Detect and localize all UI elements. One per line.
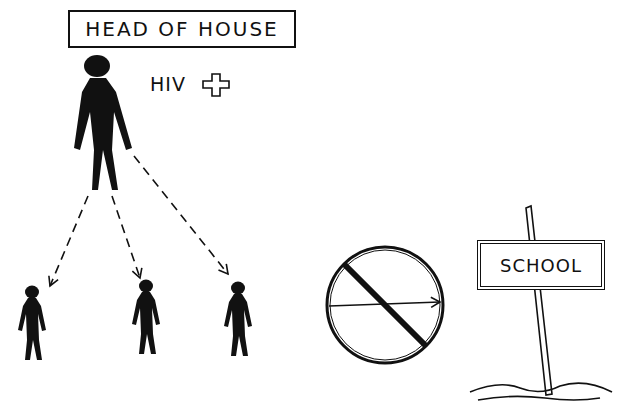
child-figure xyxy=(18,286,46,361)
title-box: HEAD OF HOUSE xyxy=(68,10,296,48)
box-text: HEAD OF HOUSE xyxy=(85,17,278,41)
status-label: HIV xyxy=(150,73,186,95)
signpost xyxy=(470,206,612,400)
prohibition-sign xyxy=(327,247,443,363)
child-figure xyxy=(224,282,252,357)
sign-board: SCHOOL xyxy=(477,240,605,290)
adult-figure xyxy=(74,55,132,190)
plus-symbol xyxy=(203,74,229,96)
child-figure xyxy=(132,280,160,355)
dashed-arrows xyxy=(50,156,228,286)
box-text: SCHOOL xyxy=(500,255,582,276)
